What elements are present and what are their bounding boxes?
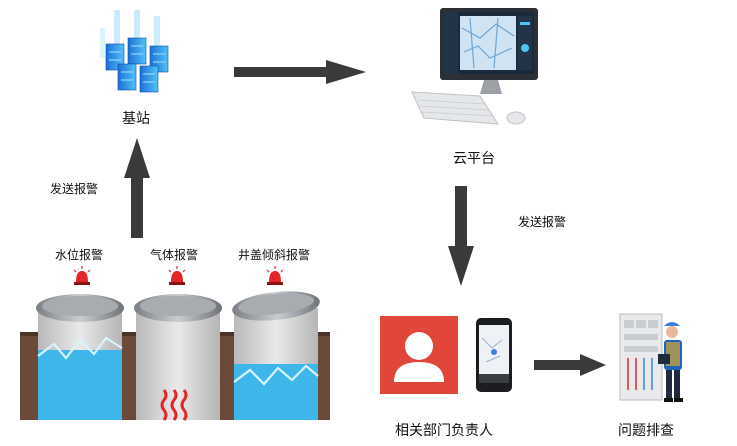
arrow-right-top xyxy=(234,60,366,84)
arrow-up-left xyxy=(124,138,150,238)
sensor-label-tilt: 井盖倾斜报警 xyxy=(238,248,311,262)
contact-card-icon xyxy=(380,316,458,394)
arrow-down-right xyxy=(448,186,474,286)
smartphone-icon xyxy=(476,318,512,392)
alarm-light-icon xyxy=(266,266,284,285)
responsible-person-label: 相关部门负责人 xyxy=(395,423,493,439)
cloud-platform-label: 云平台 xyxy=(453,151,495,167)
troubleshoot-label: 问题排查 xyxy=(618,423,674,439)
server-tower-icon xyxy=(100,10,169,93)
alarm-light-icon xyxy=(168,266,186,285)
base-station-label: 基站 xyxy=(122,111,150,127)
right-edge-label: 发送报警 xyxy=(518,215,567,229)
sensor-label-water: 水位报警 xyxy=(55,248,104,262)
left-edge-label: 发送报警 xyxy=(50,182,99,196)
sensor-label-gas: 气体报警 xyxy=(150,248,199,262)
arrow-right-bottom xyxy=(534,354,606,376)
alarm-light-icon xyxy=(73,266,91,285)
manhole-wells-illustration xyxy=(20,291,330,421)
computer-icon xyxy=(411,8,538,125)
technician-icon xyxy=(619,313,683,402)
